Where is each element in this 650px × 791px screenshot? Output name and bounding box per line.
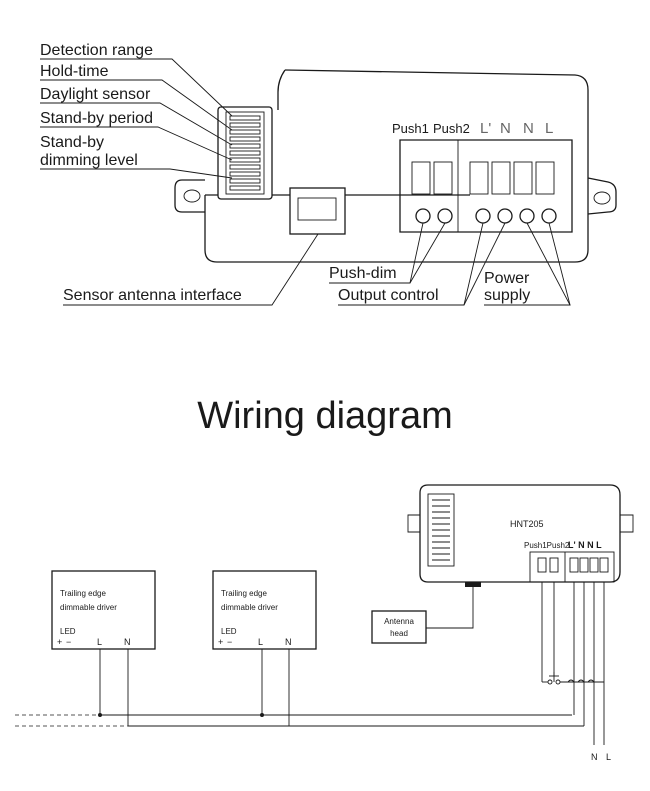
driver-1-line2: dimmable driver [60, 603, 117, 612]
label-daylight-sensor: Daylight sensor [40, 86, 151, 103]
callout-lines-left [40, 58, 233, 179]
page-title: Wiring diagram [197, 395, 453, 437]
driver-2-n: N [285, 637, 292, 647]
device-terminals-left: Push1Push2 [524, 541, 570, 550]
push-dim-line-2 [409, 222, 446, 284]
hnt205-dip [432, 499, 450, 561]
terminal-push2-label: Push2 [433, 121, 470, 136]
supply-l-label: L [606, 752, 611, 762]
driver-1-line1: Trailing edge [60, 589, 107, 598]
hnt205-device [407, 484, 634, 587]
output-control-line-2 [463, 222, 506, 306]
antenna-callout-line [63, 233, 319, 306]
device-name: HNT205 [510, 519, 544, 529]
driver-1-led: LED [60, 627, 76, 636]
antenna-line2: head [390, 629, 408, 638]
driver-2-l: L [258, 637, 263, 647]
terminal-lp-label: L' [480, 120, 491, 137]
driver-2-minus: − [227, 637, 232, 647]
label-standby-period: Stand-by period [40, 110, 153, 127]
driver-2-box [212, 570, 317, 650]
power-supply-line-2 [548, 222, 571, 306]
driver-1-plus: + [57, 637, 62, 647]
antenna-connector [465, 582, 481, 587]
wires [15, 582, 605, 745]
label-power-supply-1: Power [484, 270, 530, 287]
supply-n-label: N [591, 752, 598, 762]
terminal-push1-label: Push1 [392, 121, 429, 136]
device-illustration: Push1 Push2 L' N N L [174, 69, 617, 263]
terminal-n2-label: N [523, 120, 534, 137]
antenna-line1: Antenna [384, 617, 414, 626]
label-standby-dimming-1: Stand-by [40, 134, 104, 151]
label-standby-dimming-2: dimming level [40, 152, 138, 169]
label-detection-range: Detection range [40, 42, 153, 59]
driver-2-led: LED [221, 627, 237, 636]
terminal-n1-label: N [500, 120, 511, 137]
terminal-screws [411, 161, 557, 224]
dip-switches [229, 115, 261, 191]
driver-2-plus: + [218, 637, 223, 647]
driver-2-line1: Trailing edge [221, 589, 268, 598]
driver-1-l: L [97, 637, 102, 647]
driver-1-n: N [124, 637, 131, 647]
label-hold-time: Hold-time [40, 63, 109, 80]
label-sensor-antenna-interface: Sensor antenna interface [63, 287, 242, 304]
driver-1-minus: − [66, 637, 71, 647]
antenna-wire [426, 587, 474, 629]
label-push-dim: Push-dim [329, 265, 397, 282]
device-terminals-right: L' N N L [568, 540, 602, 550]
terminal-l-label: L [545, 120, 553, 137]
label-output-control: Output control [338, 287, 439, 304]
antenna-head-box [371, 610, 427, 644]
label-power-supply-2: supply [484, 287, 530, 304]
driver-2-line2: dimmable driver [221, 603, 278, 612]
driver-1-box [51, 570, 156, 650]
